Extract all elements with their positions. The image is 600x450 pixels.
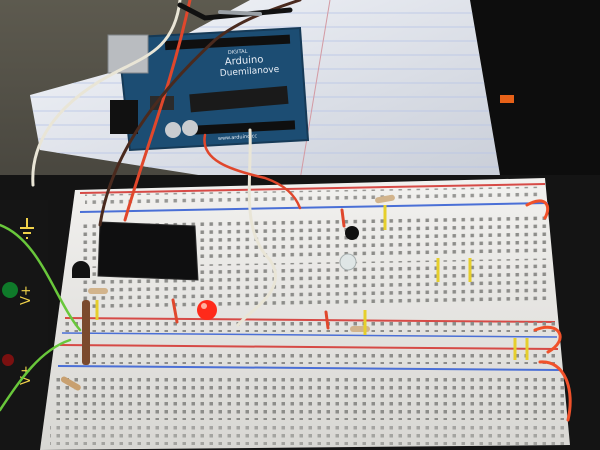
red-wire [123, 0, 192, 222]
arduino-model-text: Duemilanove [220, 65, 281, 79]
ground-symbol-icon [20, 218, 34, 239]
yellow-jumpers [95, 205, 529, 360]
red-jumper-mid [171, 298, 179, 324]
red-led-icon [197, 300, 217, 320]
relay-icon [97, 221, 199, 281]
arduino-web-label: www.arduino.cc [218, 133, 258, 142]
arduino-digital-label: DIGITAL [228, 49, 248, 56]
vin-label-upper: V+ [19, 285, 34, 305]
orange-jumper-2 [533, 325, 562, 354]
clear-led-icon [339, 253, 357, 271]
arduino-board-icon: Arduino Duemilanove DIGITAL www.arduino.… [107, 26, 310, 152]
power-jack [110, 100, 138, 134]
transistor-icon [72, 261, 90, 278]
green-wire [0, 223, 82, 332]
red-jumper-mid2 [324, 310, 330, 330]
microcontroller-chip [189, 85, 289, 113]
orange-jumper-3 [538, 360, 572, 422]
photoresistor-icon [345, 226, 359, 240]
orange-jumper-1 [525, 199, 550, 220]
white-wire [31, 0, 182, 187]
white-wire-2 [236, 128, 277, 327]
breadboard [40, 178, 570, 450]
wires [0, 0, 572, 422]
alligator-clips [177, 2, 293, 21]
red-jumper-top [340, 208, 346, 228]
arduino-brand-text: Arduino [224, 54, 263, 68]
red-wire-2 [203, 133, 302, 210]
green-wire-2 [0, 338, 72, 412]
